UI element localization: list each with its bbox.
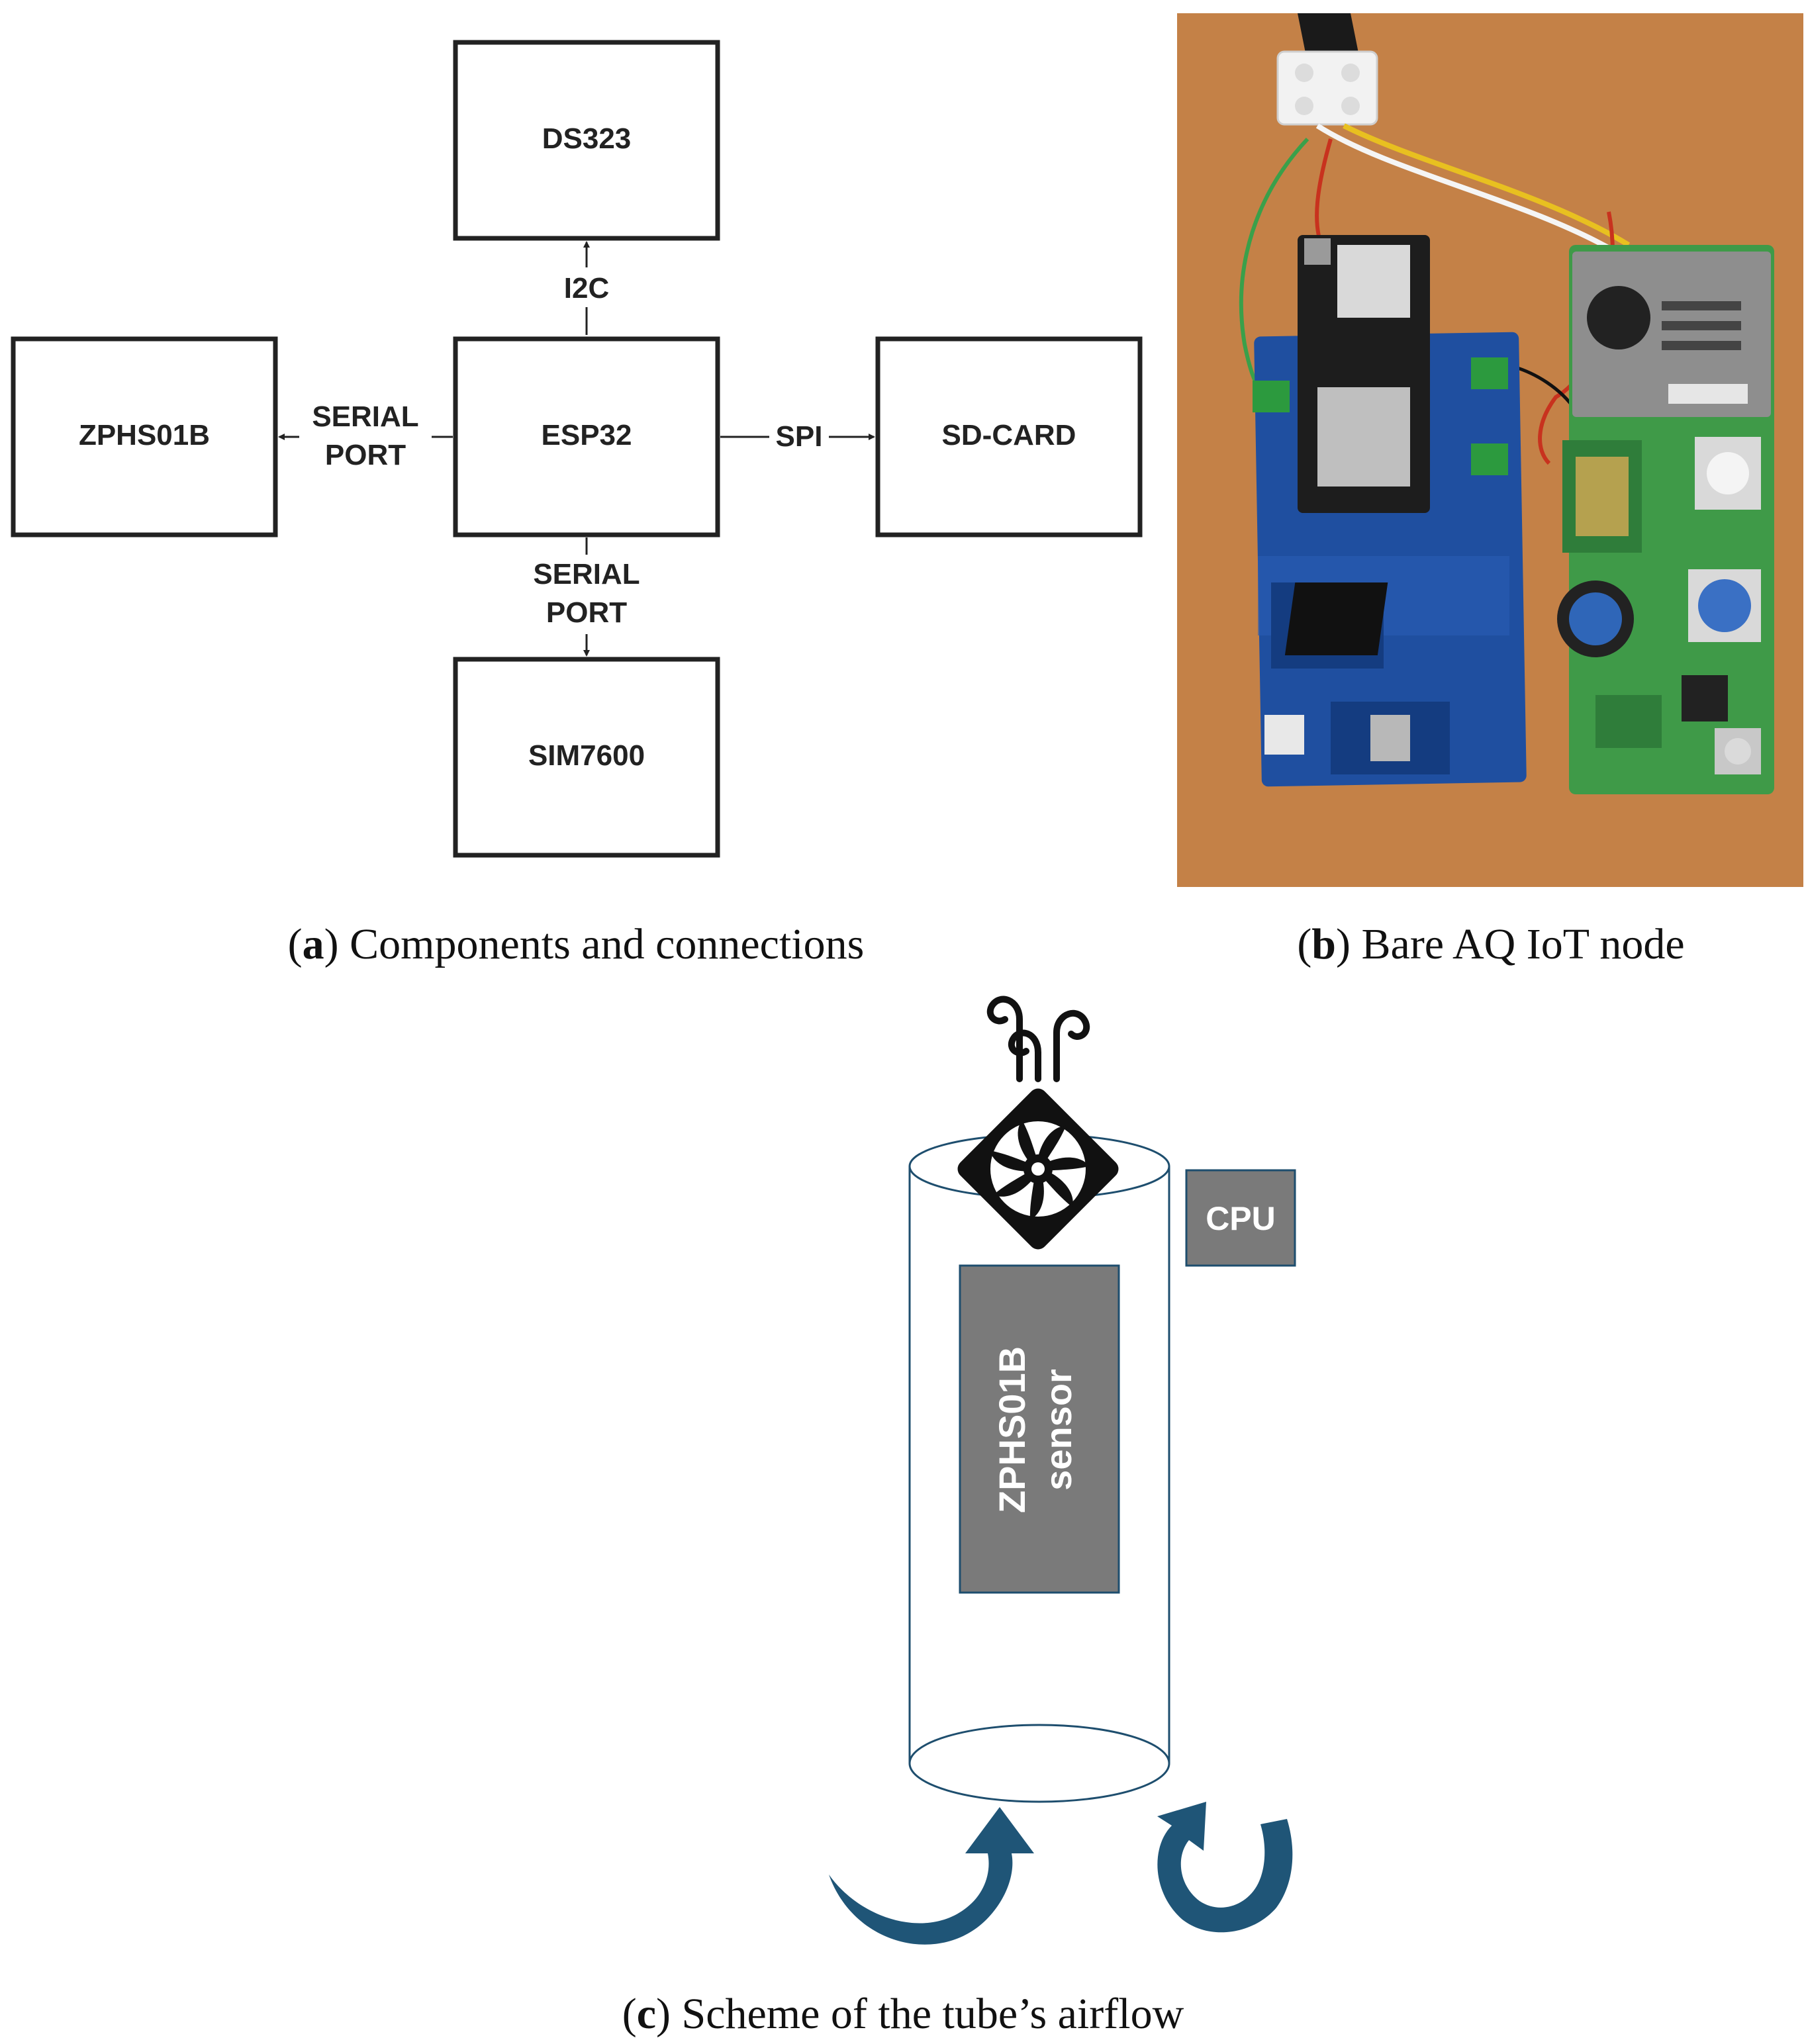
serial-port-left-label-line1: SERIAL: [312, 400, 418, 433]
esp32-label: ESP32: [542, 419, 632, 451]
caption-a: (a) Components and connections: [288, 920, 865, 968]
caption-b: (b) Bare AQ IoT node: [1297, 920, 1684, 968]
serial-port-bottom-label-line1: SERIAL: [533, 558, 640, 590]
panel-c-airflow-scheme: ZPHS01B sensor CPU (c) Scheme of the tub…: [622, 996, 1296, 2038]
ribbon-cable: [1284, 582, 1388, 655]
zphs01b-block: [11, 336, 278, 537]
fan-icon: [957, 1088, 1119, 1250]
zphs01b-sensor-block: [959, 1264, 1120, 1594]
sdcard-label: SD-CARD: [942, 419, 1076, 451]
caption-b-text: Bare AQ IoT node: [1351, 920, 1685, 968]
sensor-label-line2: sensor: [1037, 1369, 1079, 1491]
airflow-out-icon: [986, 996, 1090, 1082]
airflow-in-arrow-right-icon: [1157, 1802, 1293, 1933]
cpu-label: CPU: [1206, 1200, 1276, 1237]
serial-port-bottom-label-line2: PORT: [546, 596, 627, 629]
terminal-block: [1276, 50, 1378, 126]
spi-label: SPI: [776, 420, 823, 453]
panel-a-block-diagram: DS323 ZPHS01B ESP32 SD-CARD SIM7600 I2C …: [11, 40, 1143, 968]
ds323-label: DS323: [542, 122, 632, 155]
sim7600-label: SIM7600: [528, 739, 645, 772]
ds323-block: [453, 40, 720, 241]
caption-c-letter: c: [637, 1990, 656, 2038]
caption-c-text: Scheme of the tube’s airflow: [671, 1990, 1184, 2038]
wire-white: [1315, 123, 1617, 254]
caption-a-letter: a: [303, 920, 324, 968]
serial-port-left-label-line2: PORT: [325, 439, 406, 471]
sim7600-block: [453, 657, 720, 858]
wire-yellow: [1343, 123, 1631, 248]
caption-c: (c) Scheme of the tube’s airflow: [622, 1990, 1184, 2038]
cpu-block: [1185, 1169, 1296, 1267]
zphs01b-label: ZPHS01B: [79, 419, 210, 451]
sensor-label-line1: ZPHS01B: [991, 1346, 1033, 1513]
i2c-label: I2C: [564, 272, 609, 304]
tube-bottom-opening: [908, 1724, 1170, 1803]
panel-b-photo: (b) Bare AQ IoT node: [1177, 13, 1803, 968]
esp32-block: [453, 336, 720, 537]
airflow-in-arrow-left: [829, 1807, 1034, 1945]
caption-b-letter: b: [1311, 920, 1336, 968]
caption-a-text: Components and connections: [339, 920, 865, 968]
sdcard-block: [875, 336, 1143, 537]
